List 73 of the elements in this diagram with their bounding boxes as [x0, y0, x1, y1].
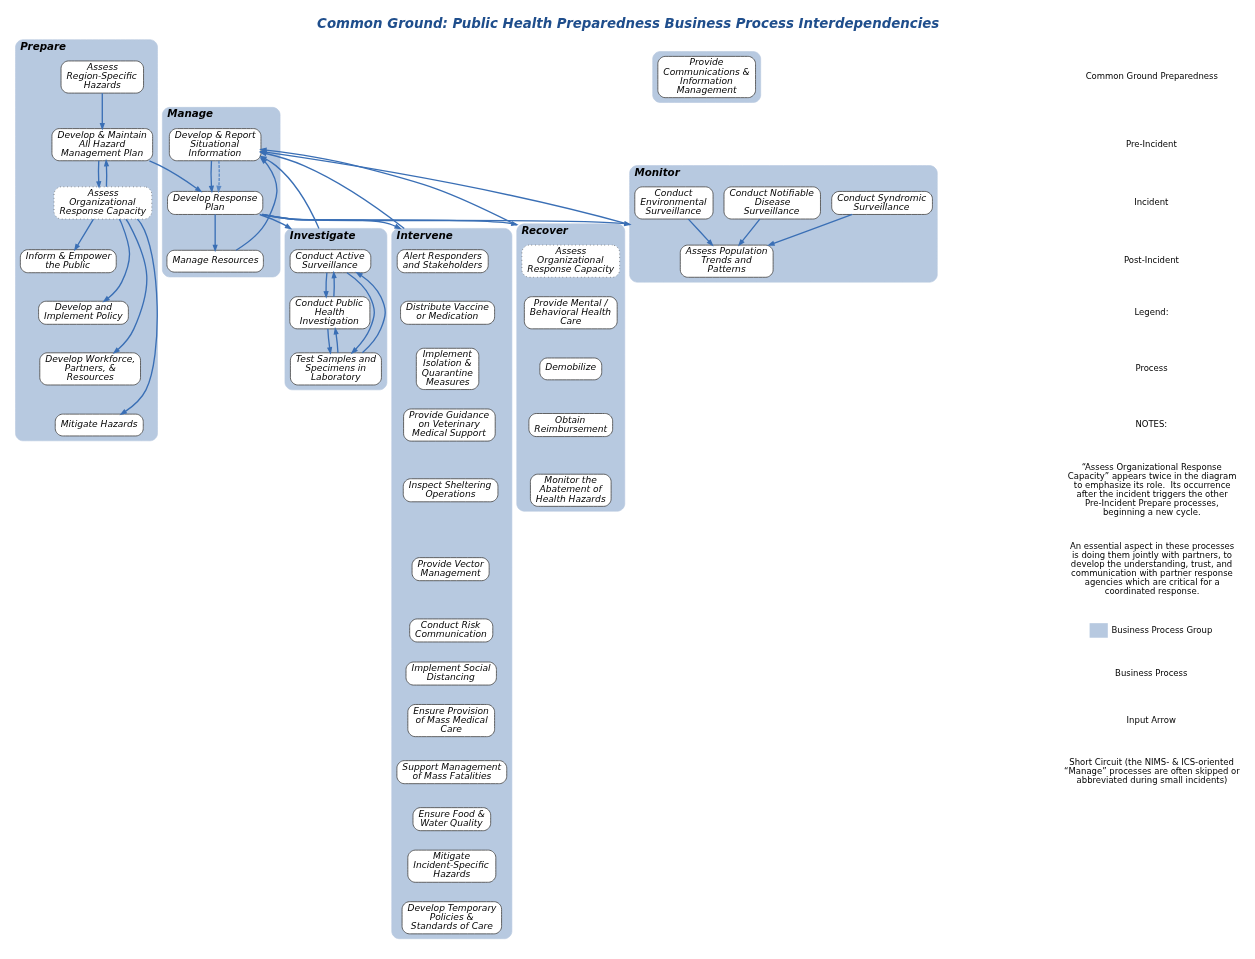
node-box: Distribute Vaccine or Medication [400, 300, 496, 325]
diagram-title: Common Ground: Public Health Preparedness Business Process Interdependencies [317, 15, 940, 31]
label: An essential aspect in these processes is doing them jointly with partners, to develop the understanding, trust, and communication with partner response agencies which are critical for a coordinated response. [1069, 540, 1235, 597]
node-box: Provide Communications & Information Management [657, 55, 756, 99]
node-box: Inspect Sheltering Operations [402, 478, 499, 503]
arrow [119, 218, 158, 416]
node-box: Manage Resources [166, 249, 264, 273]
node-box: Conduct Risk Communication [409, 618, 494, 643]
node-box: Provide Mental / Behavioral Health Care [523, 296, 618, 330]
node-box: Assess Organizational Response Capacity [521, 244, 621, 278]
arrow [99, 92, 105, 131]
label: Post-Incident [1123, 255, 1179, 266]
node-box: Mitigate Hazards [54, 413, 144, 437]
arrow [73, 218, 95, 252]
arrow [737, 218, 761, 247]
label: Incident [1134, 197, 1169, 208]
arrow [346, 272, 375, 355]
node-box: Implement Social Distancing [405, 661, 497, 686]
label: “Assess Organizational Response Capacity” appears twice in the diagram to emphasize its role. Its occurrence after the incident triggers the other Pre-Incident Prepare processes, beginning a new cycle. [1067, 461, 1237, 518]
label: Common Ground Preparedness [1085, 71, 1218, 82]
node-box: Develop & Maintain All Hazard Management Plan [51, 128, 154, 162]
node-box: Develop & Report Situational Information [168, 128, 262, 162]
arrow [208, 160, 215, 194]
node-box: Conduct Notifiable Disease Surveillance [723, 186, 821, 220]
label: Pre-Incident [1126, 138, 1177, 149]
node-box: Develop Workforce, Partners, & Resources [39, 352, 141, 386]
node-box: Inform & Empower the Public [19, 249, 117, 274]
node-box: Develop and Implement Policy [38, 300, 129, 325]
node-box: Demobilize [539, 357, 603, 381]
arrow [212, 213, 218, 253]
arrow [103, 158, 110, 188]
node-box: Assess Organizational Response Capacity [53, 186, 153, 220]
arrow [235, 157, 278, 251]
node-box: Assess Population Trends and Patterns [679, 244, 774, 278]
arrow [259, 213, 293, 230]
arrow [355, 271, 386, 354]
arrow [333, 326, 339, 354]
arrow [331, 270, 337, 298]
node-box: Ensure Food & Water Quality [412, 807, 492, 832]
node-box: Conduct Active Surveillance [289, 249, 372, 274]
node-box: Mitigate Incident-Specific Hazards [407, 849, 497, 883]
node-box: Develop Response Plan [167, 190, 264, 215]
arrow [687, 218, 714, 247]
arrow [767, 213, 853, 246]
node-box: Alert Responders and Stakeholders [396, 249, 489, 274]
legend-label: Business Process [1115, 667, 1188, 678]
node-box: Provide Guidance on Veterinary Medical Support [403, 408, 496, 442]
legend-label: Short Circuit (the NIMS- & ICS-oriented “Manage” processes are often skipped or abbreviated during small incidents) [1064, 757, 1240, 786]
node-box: Provide Vector Management [411, 557, 490, 582]
node-box: Conduct Public Health Investigation [289, 296, 371, 330]
legend-label: Business Process Group [1111, 624, 1213, 635]
node-box: Support Management of Mass Fatalities [396, 760, 508, 785]
legend-label: Input Arrow [1126, 714, 1176, 725]
arrow [216, 160, 222, 194]
node-box: Ensure Provision of Mass Medical Care [407, 704, 496, 738]
label: Process [1135, 363, 1168, 374]
node-box: Assess Region-Specific Hazards [60, 60, 144, 94]
arrow [102, 218, 131, 303]
arrow [112, 218, 148, 355]
node-box: Conduct Syndromic Surveillance [831, 190, 933, 215]
node-box: Develop Temporary Policies & Standards of Care [401, 901, 503, 935]
arrow [259, 155, 320, 230]
arrow [326, 328, 333, 355]
node-box: Implement Isolation & Quarantine Measures [415, 347, 480, 390]
node-box: Test Samples and Specimens in Laboratory [289, 352, 382, 386]
arrow [96, 160, 102, 189]
label: NOTES: [1135, 419, 1168, 430]
label: Legend: [1134, 307, 1169, 318]
arrow [323, 272, 329, 299]
node-box: Conduct Environmental Surveillance [634, 186, 714, 220]
node-box: Monitor the Abatement of Health Hazards [529, 473, 612, 507]
node-box: Obtain Reimbursement [528, 413, 614, 438]
arrow [148, 160, 203, 193]
